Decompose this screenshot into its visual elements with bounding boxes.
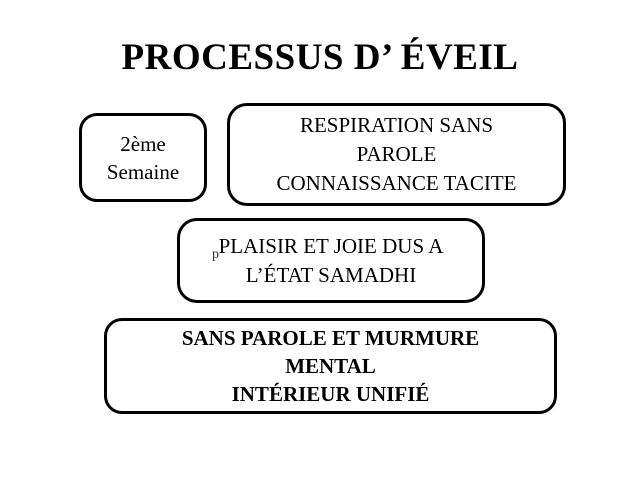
content-box-respiration[interactable]: RESPIRATION SANS PAROLE CONNAISSANCE TAC…: [227, 103, 566, 206]
content-box-respiration-label: RESPIRATION SANS PAROLE CONNAISSANCE TAC…: [276, 113, 517, 195]
content-box-murmure-label: SANS PAROLE ET MURMURE MENTAL INTÉRIEUR …: [181, 326, 480, 406]
content-box-plaisir-label: PLAISIR ET JOIE DUS A L’ÉTAT SAMADHI: [218, 233, 444, 287]
content-box-murmure[interactable]: SANS PAROLE ET MURMURE MENTAL INTÉRIEUR …: [104, 318, 557, 414]
content-box-week[interactable]: 2ème Semaine: [79, 113, 207, 202]
content-box-plaisir[interactable]: PLAISIR ET JOIE DUS A L’ÉTAT SAMADHI: [177, 218, 485, 303]
content-box-week-label: 2ème Semaine: [106, 131, 180, 184]
page-title: PROCESSUS D’ ÉVEIL: [121, 37, 519, 78]
